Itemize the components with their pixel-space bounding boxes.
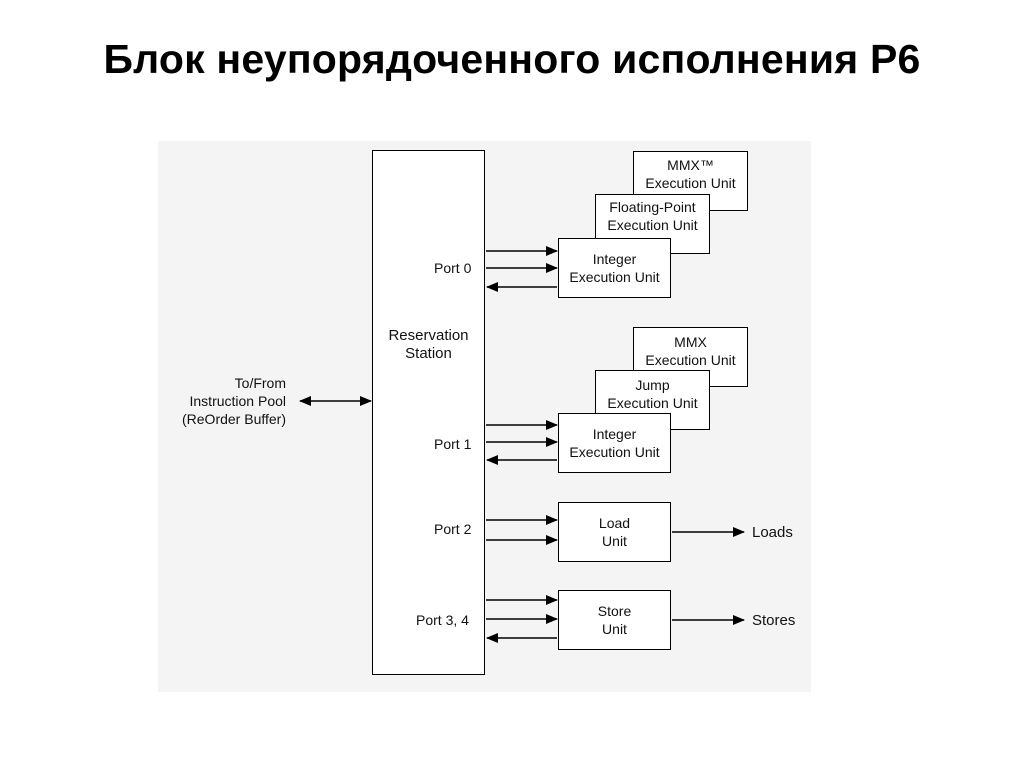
int1-unit-line2: Execution Unit: [569, 444, 660, 460]
integer-execution-unit-port0-box: Integer Execution Unit: [558, 238, 671, 298]
reservation-station-label-line1: Reservation: [388, 327, 469, 344]
store-unit-line2: Unit: [602, 621, 627, 637]
port-2-label: Port 2: [434, 521, 472, 537]
store-unit-line1: Store: [597, 603, 632, 619]
store-unit-box: Store Unit: [558, 590, 671, 650]
loads-output-label: Loads: [752, 524, 793, 541]
slide-title: Блок неупорядоченного исполнения P6: [103, 36, 921, 82]
reservation-station-box: Reservation Station: [372, 150, 485, 675]
port-3-4-label: Port 3, 4: [416, 612, 469, 628]
instruction-pool-label: To/From Instruction Pool (ReOrder Buffer…: [160, 374, 286, 428]
port-0-label: Port 0: [434, 260, 472, 276]
load-unit-line2: Unit: [602, 533, 627, 549]
mmx-tm-unit-line2: Execution Unit: [645, 175, 736, 191]
instruction-pool-line3: (ReOrder Buffer): [182, 411, 286, 427]
mmx-unit-line1: MMX: [674, 334, 707, 350]
int0-unit-line1: Integer: [592, 251, 637, 267]
jump-unit-line1: Jump: [635, 377, 670, 393]
port-1-label: Port 1: [434, 436, 472, 452]
load-unit-line1: Load: [598, 515, 631, 531]
integer-execution-unit-port1-box: Integer Execution Unit: [558, 413, 671, 473]
int1-unit-line1: Integer: [592, 426, 637, 442]
fp-unit-line2: Execution Unit: [607, 217, 698, 233]
fp-unit-line1: Floating-Point: [609, 199, 696, 215]
int0-unit-line2: Execution Unit: [569, 269, 660, 285]
jump-unit-line2: Execution Unit: [607, 395, 698, 411]
mmx-tm-unit-line1: MMX™: [667, 157, 714, 173]
reservation-station-label-line2: Station: [405, 345, 452, 362]
instruction-pool-line1: To/From: [234, 375, 286, 391]
mmx-unit-line2: Execution Unit: [645, 352, 736, 368]
stores-output-label: Stores: [752, 612, 796, 629]
instruction-pool-line2: Instruction Pool: [189, 393, 287, 409]
load-unit-box: Load Unit: [558, 502, 671, 562]
